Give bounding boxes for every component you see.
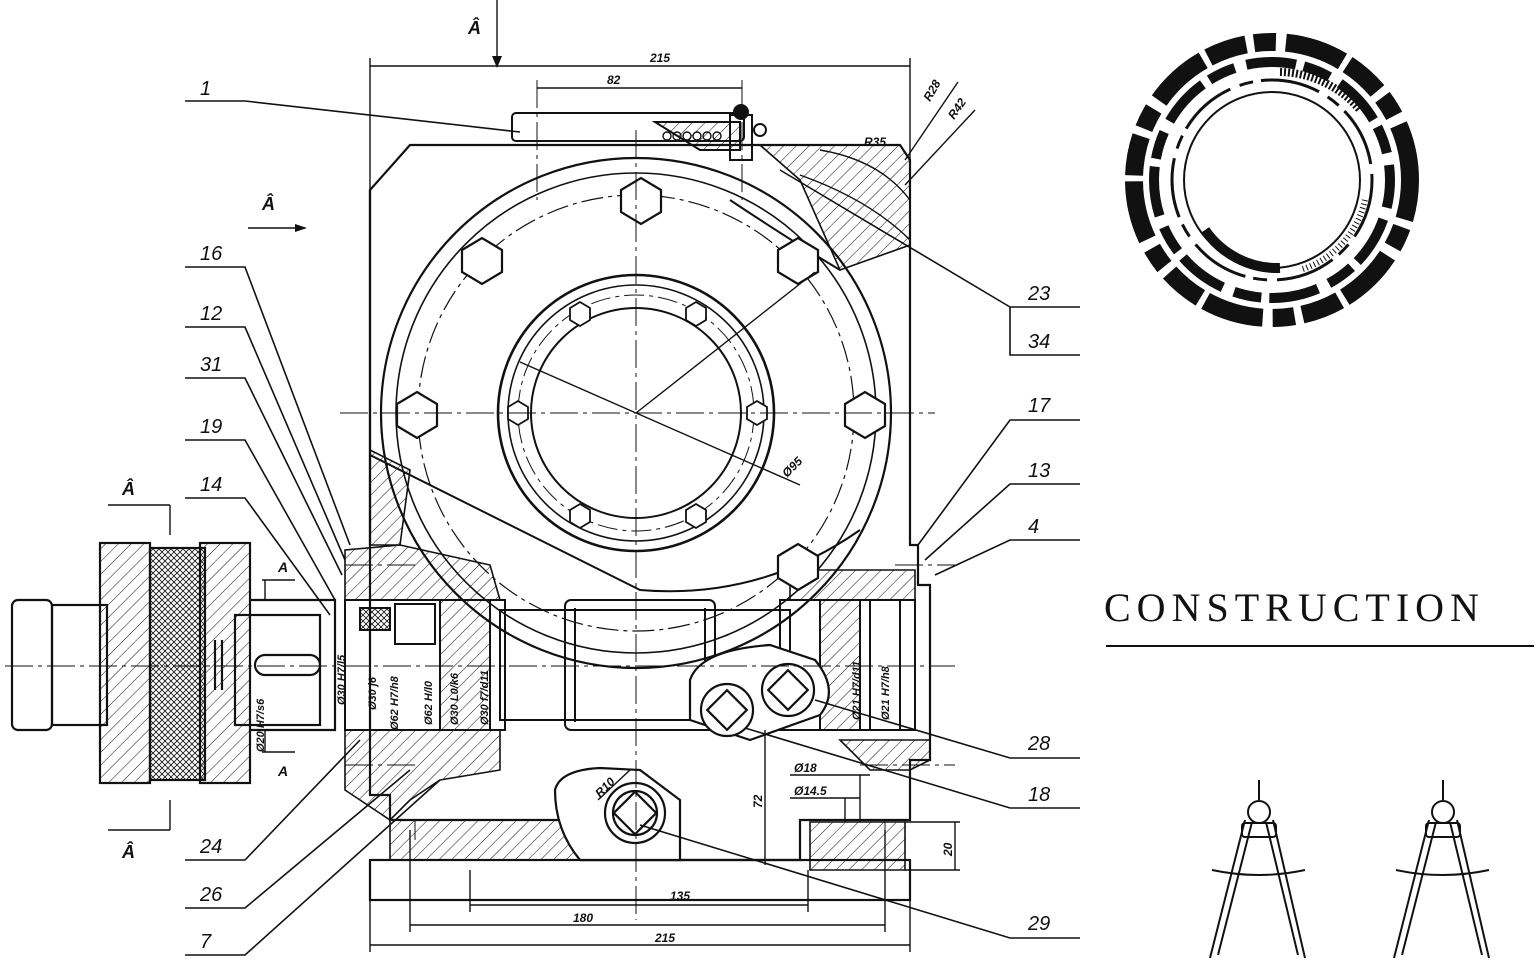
section-mark: Â xyxy=(121,478,135,499)
callout-12: 12 xyxy=(200,303,222,325)
dim-r42: R42 xyxy=(945,95,969,121)
callout-numbers: 1 16 12 31 19 14 24 26 7 23 34 17 13 4 2… xyxy=(199,78,1051,953)
callout-18: 18 xyxy=(1028,784,1050,806)
compass-icon xyxy=(1209,780,1306,959)
dim-r28: R28 xyxy=(920,77,943,103)
lever-arm xyxy=(688,643,830,742)
callout-7: 7 xyxy=(200,931,212,953)
dim-cover-width: 82 xyxy=(607,73,621,87)
dim-height-20: 20 xyxy=(941,842,955,857)
dim-bottom-width: 215 xyxy=(654,931,675,945)
callout-28: 28 xyxy=(1027,733,1050,755)
callout-26: 26 xyxy=(199,884,223,906)
gear-ring-emblem xyxy=(1125,33,1419,327)
callout-31: 31 xyxy=(200,354,222,376)
banner-title: CONSTRUCTION xyxy=(1104,585,1485,630)
callout-34: 34 xyxy=(1028,331,1050,353)
section-mark: A xyxy=(277,763,288,779)
dim-r35: R35 xyxy=(864,135,886,149)
dim-bore-dia: Ø95 xyxy=(779,454,805,480)
banner-underline xyxy=(1106,645,1534,647)
section-mark: Â xyxy=(467,17,481,38)
dim-bottom-inner: 135 xyxy=(670,889,690,903)
fit-label: Ø30 f7/d11 xyxy=(479,670,491,725)
callout-23: 23 xyxy=(1027,283,1050,305)
section-mark: Â xyxy=(121,841,135,862)
hatched-sections xyxy=(344,144,931,871)
compass-icon xyxy=(1393,780,1490,959)
fit-label: Ø21 H7/h8 xyxy=(880,665,892,720)
fit-label: Ø30 L0/k6 xyxy=(449,672,461,725)
callout-29: 29 xyxy=(1027,913,1050,935)
fit-label: Ø30 j6 xyxy=(367,676,379,710)
dim-top-width: 215 xyxy=(649,51,670,65)
section-mark: Â xyxy=(261,193,275,214)
callout-16: 16 xyxy=(200,243,223,265)
diameter-leaders xyxy=(519,81,976,486)
fit-label: Ø20 H7/s6 xyxy=(255,698,267,752)
dim-height-72: 72 xyxy=(751,794,765,808)
callout-leaders xyxy=(185,100,1080,956)
callout-17: 17 xyxy=(1028,395,1051,417)
dim-dia-14-5: Ø14.5 xyxy=(794,784,827,798)
section-marks: Â Â Â Â A A xyxy=(121,17,481,862)
callout-19: 19 xyxy=(200,416,222,438)
fit-label: Ø30 H7/l5 xyxy=(336,654,348,705)
center-lines xyxy=(5,80,955,920)
dimension-lines xyxy=(108,0,960,952)
top-cover xyxy=(511,104,767,161)
callout-13: 13 xyxy=(1028,460,1050,482)
section-arrows xyxy=(295,56,502,232)
fit-annotations: Ø30 H7/l5 Ø30 j6 Ø62 H7/h8 Ø62 H/l0 Ø30 … xyxy=(255,654,892,752)
shaft-assembly xyxy=(344,599,916,731)
dim-bottom-mid: 180 xyxy=(573,911,593,925)
callout-24: 24 xyxy=(199,836,222,858)
dim-dia-18: Ø18 xyxy=(794,761,817,775)
fit-label: Ø21 H7/d11 xyxy=(851,661,863,720)
left-coupling xyxy=(10,541,337,785)
hex-bolts xyxy=(395,176,887,592)
section-mark: A xyxy=(277,559,288,575)
callout-4: 4 xyxy=(1028,516,1039,538)
fit-label: Ø62 H7/h8 xyxy=(389,675,401,730)
callout-1: 1 xyxy=(200,78,211,100)
fit-label: Ø62 H/l0 xyxy=(423,680,435,725)
callout-14: 14 xyxy=(200,474,222,496)
